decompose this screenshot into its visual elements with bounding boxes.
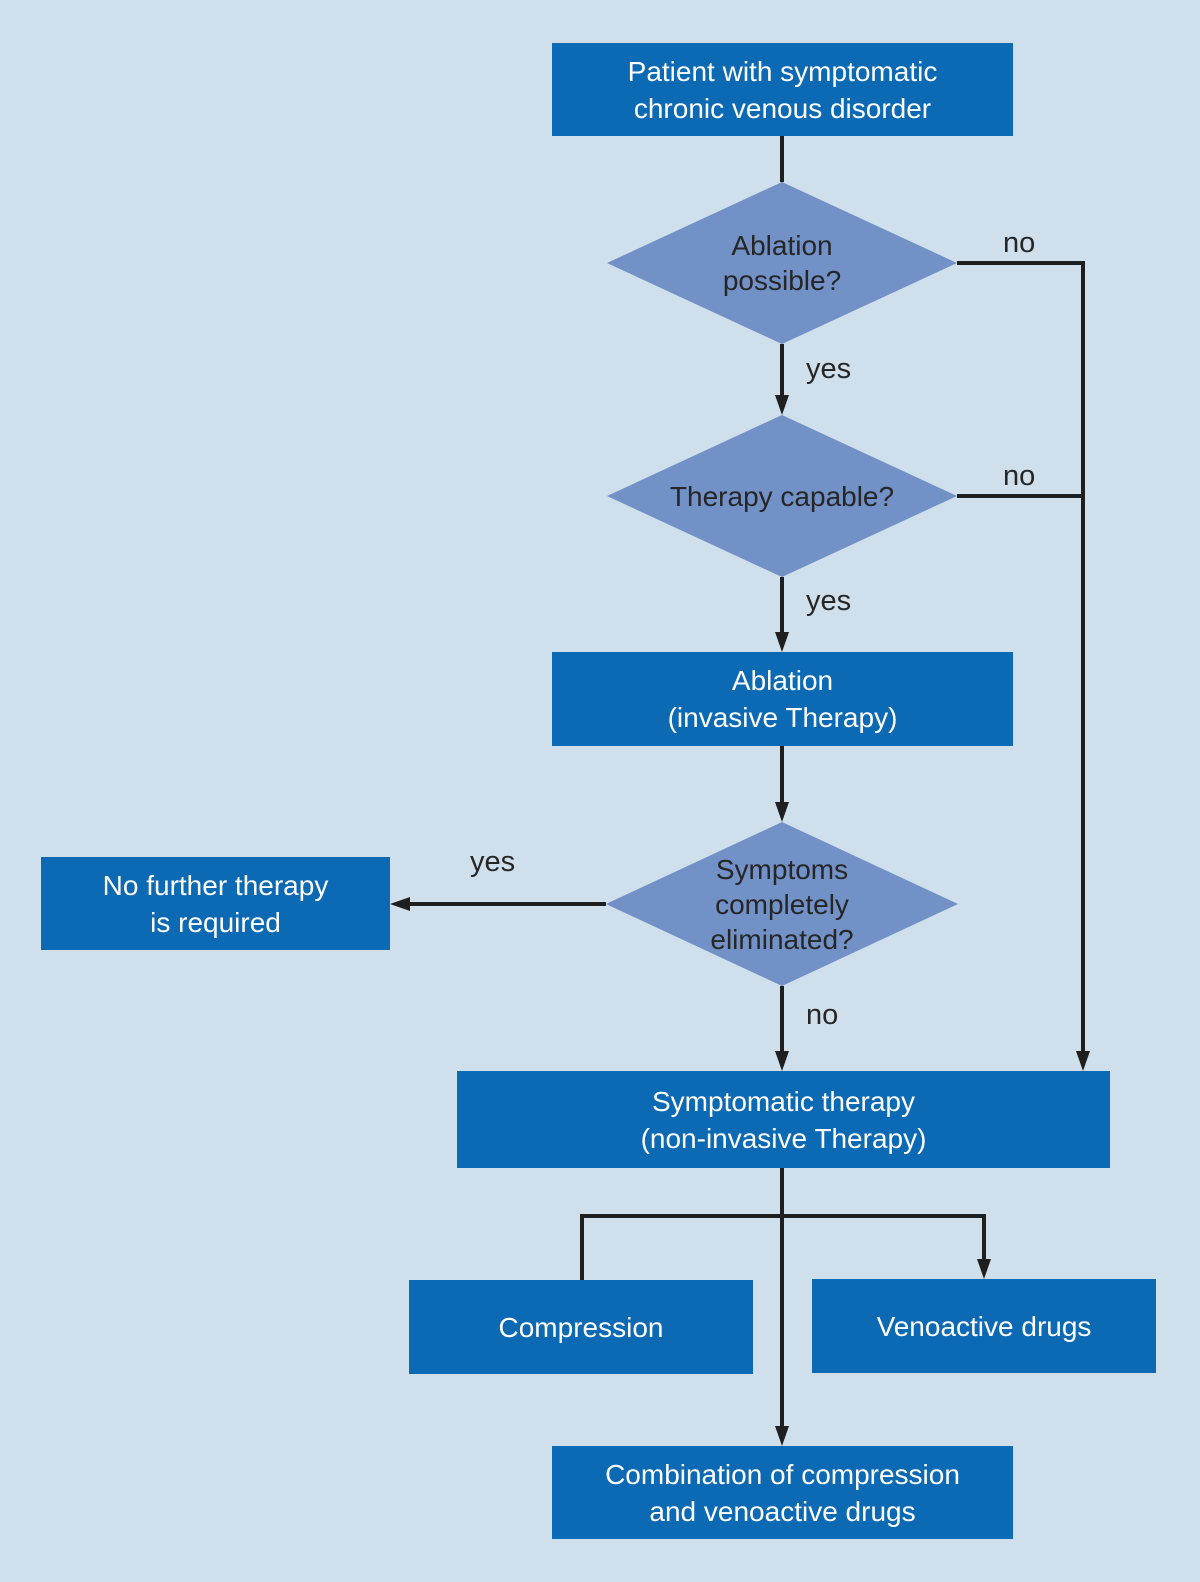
node-compression: Compression	[409, 1280, 753, 1374]
decision-ablation-possible: Ablation possible?	[607, 182, 957, 344]
decision-therapy-capable: Therapy capable?	[607, 415, 957, 577]
connector-no-bypass-right	[957, 261, 1085, 1054]
arrowhead-to-symptomatic-center	[775, 1051, 789, 1071]
node-combination: Combination of compression and venoactiv…	[552, 1446, 1013, 1539]
arrowhead-to-combination	[775, 1426, 789, 1446]
node-compression-line1: Compression	[498, 1311, 664, 1343]
node-venoactive-drugs-line1: Venoactive drugs	[876, 1310, 1092, 1342]
node-no-further-therapy-line1: No further therapy	[102, 869, 329, 901]
node-ablation: Ablation (invasive Therapy)	[552, 652, 1013, 746]
node-no-further-therapy: No further therapy is required	[41, 857, 390, 950]
decision-therapy-capable-line1: Therapy capable?	[669, 480, 895, 512]
therapy-capable-diamond	[607, 415, 957, 577]
node-patient: Patient with symptomatic chronic venous …	[552, 43, 1013, 136]
ablation-possible-diamond	[607, 182, 957, 344]
node-venoactive-drugs: Venoactive drugs	[812, 1279, 1156, 1373]
node-combination-line2: and venoactive drugs	[649, 1495, 916, 1527]
node-symptomatic-therapy-line2: (non-invasive Therapy)	[640, 1122, 927, 1154]
node-patient-line1: Patient with symptomatic	[627, 55, 938, 87]
arrowhead-to-symptomatic-right	[1076, 1051, 1090, 1071]
edge-label-ablation-possible-yes: yes	[806, 353, 852, 385]
decision-symptoms-eliminated-line1: Symptoms	[715, 853, 849, 885]
node-no-further-therapy-line2: is required	[150, 906, 281, 938]
node-symptomatic-therapy-line1: Symptomatic therapy	[652, 1085, 915, 1117]
arrowhead-to-symptoms-eliminated	[775, 802, 789, 822]
arrowhead-to-no-further-therapy	[390, 897, 410, 911]
symptoms-eliminated-diamond	[606, 822, 958, 986]
decision-ablation-possible-line2: possible?	[722, 265, 842, 296]
connector-branch-compression-venoactive	[580, 1214, 986, 1280]
arrowhead-to-ablation	[775, 632, 789, 652]
decision-symptoms-eliminated: Symptoms completely eliminated?	[606, 822, 958, 986]
node-ablation-line2: (invasive Therapy)	[667, 702, 898, 733]
edge-label-therapy-capable-no: no	[1003, 460, 1036, 492]
node-symptomatic-therapy: Symptomatic therapy (non-invasive Therap…	[457, 1071, 1110, 1168]
node-patient-line2: chronic venous disorder	[633, 92, 932, 124]
decision-ablation-possible-line1: Ablation	[731, 230, 833, 261]
edge-label-symptoms-eliminated-no: no	[806, 999, 839, 1031]
edge-label-ablation-possible-no: no	[1003, 227, 1036, 259]
node-ablation-line1: Ablation	[731, 665, 834, 696]
edge-label-symptoms-eliminated-yes: yes	[470, 846, 516, 878]
arrowhead-to-venoactive	[977, 1259, 991, 1279]
node-combination-line1: Combination of compression	[605, 1458, 960, 1490]
arrowhead-to-therapy-capable	[775, 395, 789, 415]
decision-symptoms-eliminated-line2: completely	[715, 888, 849, 920]
decision-symptoms-eliminated-line3: eliminated?	[710, 923, 854, 955]
edge-label-therapy-capable-yes: yes	[806, 585, 852, 617]
